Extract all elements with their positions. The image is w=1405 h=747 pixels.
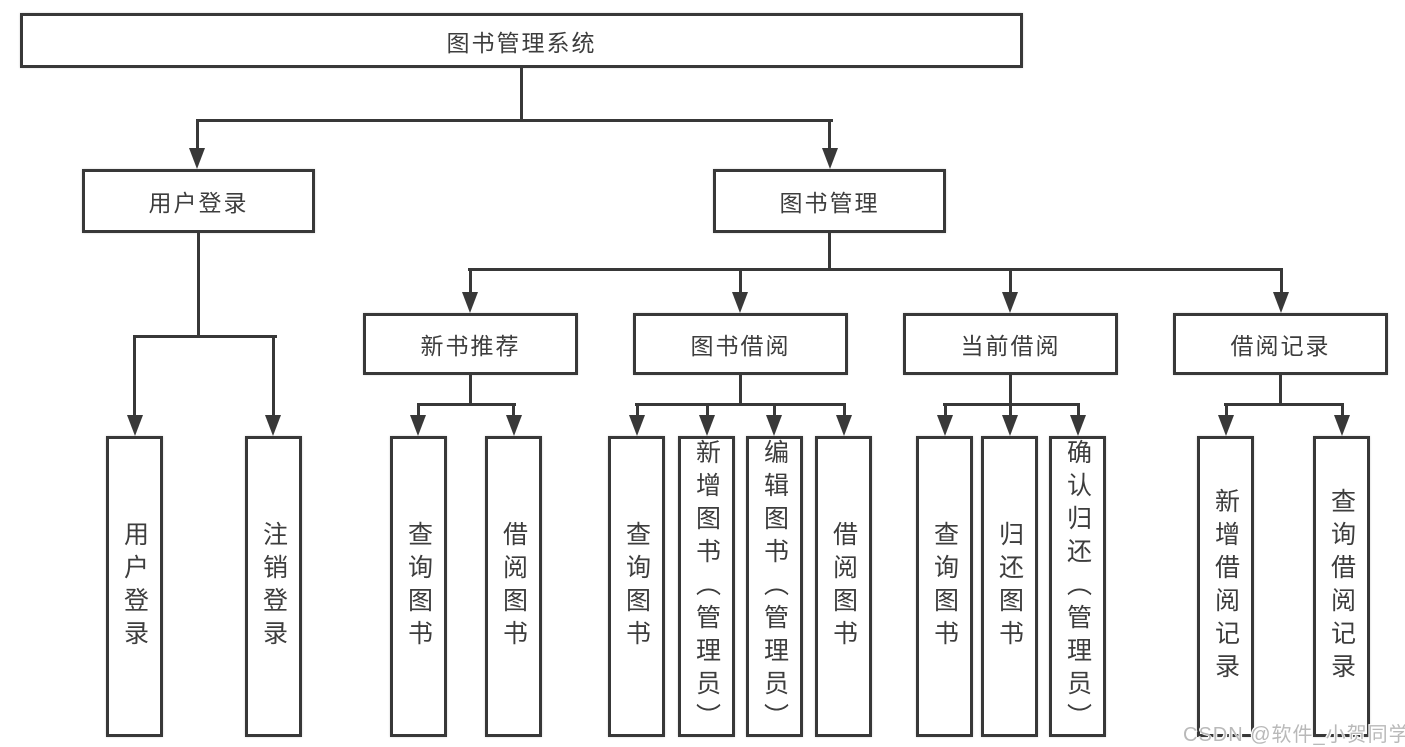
connector-line xyxy=(636,403,639,417)
arrow-down-icon xyxy=(732,292,748,313)
leaf-br-query-record: 查询借阅记录 xyxy=(1313,436,1370,737)
connector-line xyxy=(469,268,472,295)
leaf-cb-query-book: 查询图书 xyxy=(916,436,973,737)
leaf-cb-confirm-return: 确认归还（管理员） xyxy=(1049,436,1106,737)
connector-line xyxy=(773,403,776,417)
leaf-bb-edit-book: 编辑图书（管理员） xyxy=(746,436,803,737)
connector-line xyxy=(1225,403,1228,417)
arrow-down-icon xyxy=(836,415,852,436)
arrow-down-icon xyxy=(506,415,522,436)
arrow-down-icon xyxy=(699,415,715,436)
arrow-down-icon xyxy=(1002,415,1018,436)
arrow-down-icon xyxy=(1218,415,1234,436)
arrow-down-icon xyxy=(629,415,645,436)
connector-line xyxy=(417,403,516,406)
connector-line xyxy=(828,119,831,152)
arrow-down-icon xyxy=(127,415,143,436)
connector-line xyxy=(272,335,275,417)
connector-line xyxy=(196,119,199,152)
node-book-borrow: 图书借阅 xyxy=(633,313,848,375)
arrow-down-icon xyxy=(1070,415,1086,436)
connector-line xyxy=(944,403,947,417)
connector-line xyxy=(133,335,277,338)
connector-line xyxy=(1279,375,1282,404)
connector-line xyxy=(520,68,523,120)
connector-line xyxy=(843,403,846,417)
connector-line xyxy=(512,403,515,417)
leaf-bb-borrow-book: 借阅图书 xyxy=(815,436,872,737)
leaf-bb-query-book: 查询图书 xyxy=(608,436,665,737)
arrow-down-icon xyxy=(1002,292,1018,313)
arrow-down-icon xyxy=(766,415,782,436)
node-borrow-records: 借阅记录 xyxy=(1173,313,1388,375)
connector-line xyxy=(197,233,200,336)
node-library-system: 图书管理系统 xyxy=(20,13,1023,68)
leaf-user-login: 用户登录 xyxy=(106,436,163,737)
connector-line xyxy=(468,268,1283,271)
node-new-book-recommend: 新书推荐 xyxy=(363,313,578,375)
connector-line xyxy=(828,233,831,270)
connector-line xyxy=(706,403,709,417)
arrow-down-icon xyxy=(410,415,426,436)
leaf-bb-add-book: 新增图书（管理员） xyxy=(678,436,735,737)
arrow-down-icon xyxy=(822,148,838,169)
connector-line xyxy=(1280,268,1283,295)
connector-line xyxy=(1341,403,1344,417)
arrow-down-icon xyxy=(937,415,953,436)
connector-line xyxy=(635,403,846,406)
connector-line xyxy=(196,119,833,122)
connector-line xyxy=(1009,375,1012,404)
arrow-down-icon xyxy=(1334,415,1350,436)
connector-line xyxy=(133,335,136,417)
connector-line xyxy=(739,268,742,295)
connector-line xyxy=(1077,403,1080,417)
node-current-borrow: 当前借阅 xyxy=(903,313,1118,375)
connector-line xyxy=(1009,268,1012,295)
arrow-down-icon xyxy=(189,148,205,169)
leaf-logout: 注销登录 xyxy=(245,436,302,737)
arrow-down-icon xyxy=(1273,292,1289,313)
connector-line xyxy=(1009,403,1012,417)
leaf-br-add-record: 新增借阅记录 xyxy=(1197,436,1254,737)
leaf-rec-borrow-book: 借阅图书 xyxy=(485,436,542,737)
arrow-down-icon xyxy=(462,292,478,313)
leaf-cb-return-book: 归还图书 xyxy=(981,436,1038,737)
watermark: CSDN @软件_小贺同学 xyxy=(1183,724,1405,746)
node-user-login: 用户登录 xyxy=(82,169,315,233)
connector-line xyxy=(469,375,472,404)
leaf-rec-query-book: 查询图书 xyxy=(390,436,447,737)
connector-line xyxy=(417,403,420,417)
arrow-down-icon xyxy=(265,415,281,436)
connector-line xyxy=(1224,403,1344,406)
connector-line xyxy=(739,375,742,404)
node-book-management: 图书管理 xyxy=(713,169,946,233)
